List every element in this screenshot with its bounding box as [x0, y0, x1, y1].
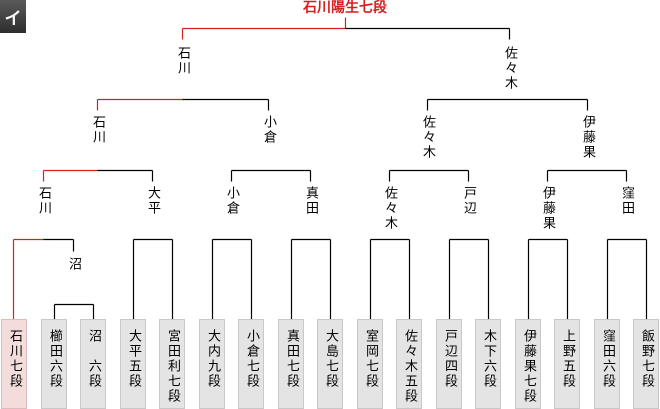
player-name: 飯野七段 [639, 329, 654, 389]
player-box[interactable]: 石川七段 [1, 319, 27, 409]
round4-winner-label: 佐々木 [502, 46, 517, 91]
round3-winner-label: 伊藤果 [580, 115, 595, 160]
player-name: 大平五段 [126, 329, 141, 389]
round2-winner-label: 伊藤果 [540, 186, 555, 231]
player-name: 室岡七段 [363, 329, 378, 389]
player-box[interactable]: 櫛田六段 [41, 319, 67, 409]
player-box[interactable]: 沼 六段 [80, 319, 106, 409]
player-box[interactable]: 大内九段 [199, 319, 225, 409]
round2-winner-label: 戸辺 [461, 186, 476, 216]
round2-winner-label: 小倉 [224, 186, 239, 216]
round2-winner-label: 窪田 [619, 186, 634, 216]
round2-winner-label: 佐々木 [382, 186, 397, 231]
player-name: 大内九段 [205, 329, 220, 389]
player-name: 小倉七段 [244, 329, 259, 389]
round1-winner-label: 沼 [66, 257, 81, 272]
player-box[interactable]: 窪田六段 [594, 319, 620, 409]
round4-winner-label: 石川 [175, 46, 190, 76]
player-box[interactable]: 飯野七段 [633, 319, 659, 409]
round2-winner-label: 真田 [303, 186, 318, 216]
champion-title: 石川陽生七段 [303, 0, 387, 16]
player-name: 大島七段 [323, 329, 338, 389]
player-name: 佐々木五段 [402, 329, 417, 404]
player-name: 石川七段 [7, 329, 22, 389]
round2-winner-label: 石川 [36, 186, 51, 216]
player-box[interactable]: 宮田利七段 [159, 319, 185, 409]
player-box[interactable]: 大平五段 [120, 319, 146, 409]
player-box[interactable]: 伊藤果七段 [515, 319, 541, 409]
player-name: 戸辺四段 [442, 329, 457, 389]
round2-winner-label: 大平 [145, 186, 160, 216]
round3-winner-label: 石川 [90, 115, 105, 145]
player-box[interactable]: 小倉七段 [238, 319, 264, 409]
player-box[interactable]: 真田七段 [278, 319, 304, 409]
player-box[interactable]: 木下六段 [475, 319, 501, 409]
player-name: 上野五段 [560, 329, 575, 389]
player-box[interactable]: 室岡七段 [357, 319, 383, 409]
player-name: 伊藤果七段 [521, 329, 536, 404]
player-box[interactable]: 大島七段 [317, 319, 343, 409]
player-name: 窪田六段 [600, 329, 615, 389]
round3-winner-label: 小倉 [261, 115, 276, 145]
player-box[interactable]: 佐々木五段 [396, 319, 422, 409]
round3-winner-label: 佐々木 [420, 115, 435, 160]
player-box[interactable]: 戸辺四段 [436, 319, 462, 409]
player-name: 木下六段 [481, 329, 496, 389]
player-name: 櫛田六段 [47, 329, 62, 389]
player-name: 宮田利七段 [165, 329, 180, 404]
player-name: 沼 六段 [86, 329, 101, 389]
player-box[interactable]: 上野五段 [554, 319, 580, 409]
player-name: 真田七段 [284, 329, 299, 389]
block-badge: イ [0, 0, 26, 33]
